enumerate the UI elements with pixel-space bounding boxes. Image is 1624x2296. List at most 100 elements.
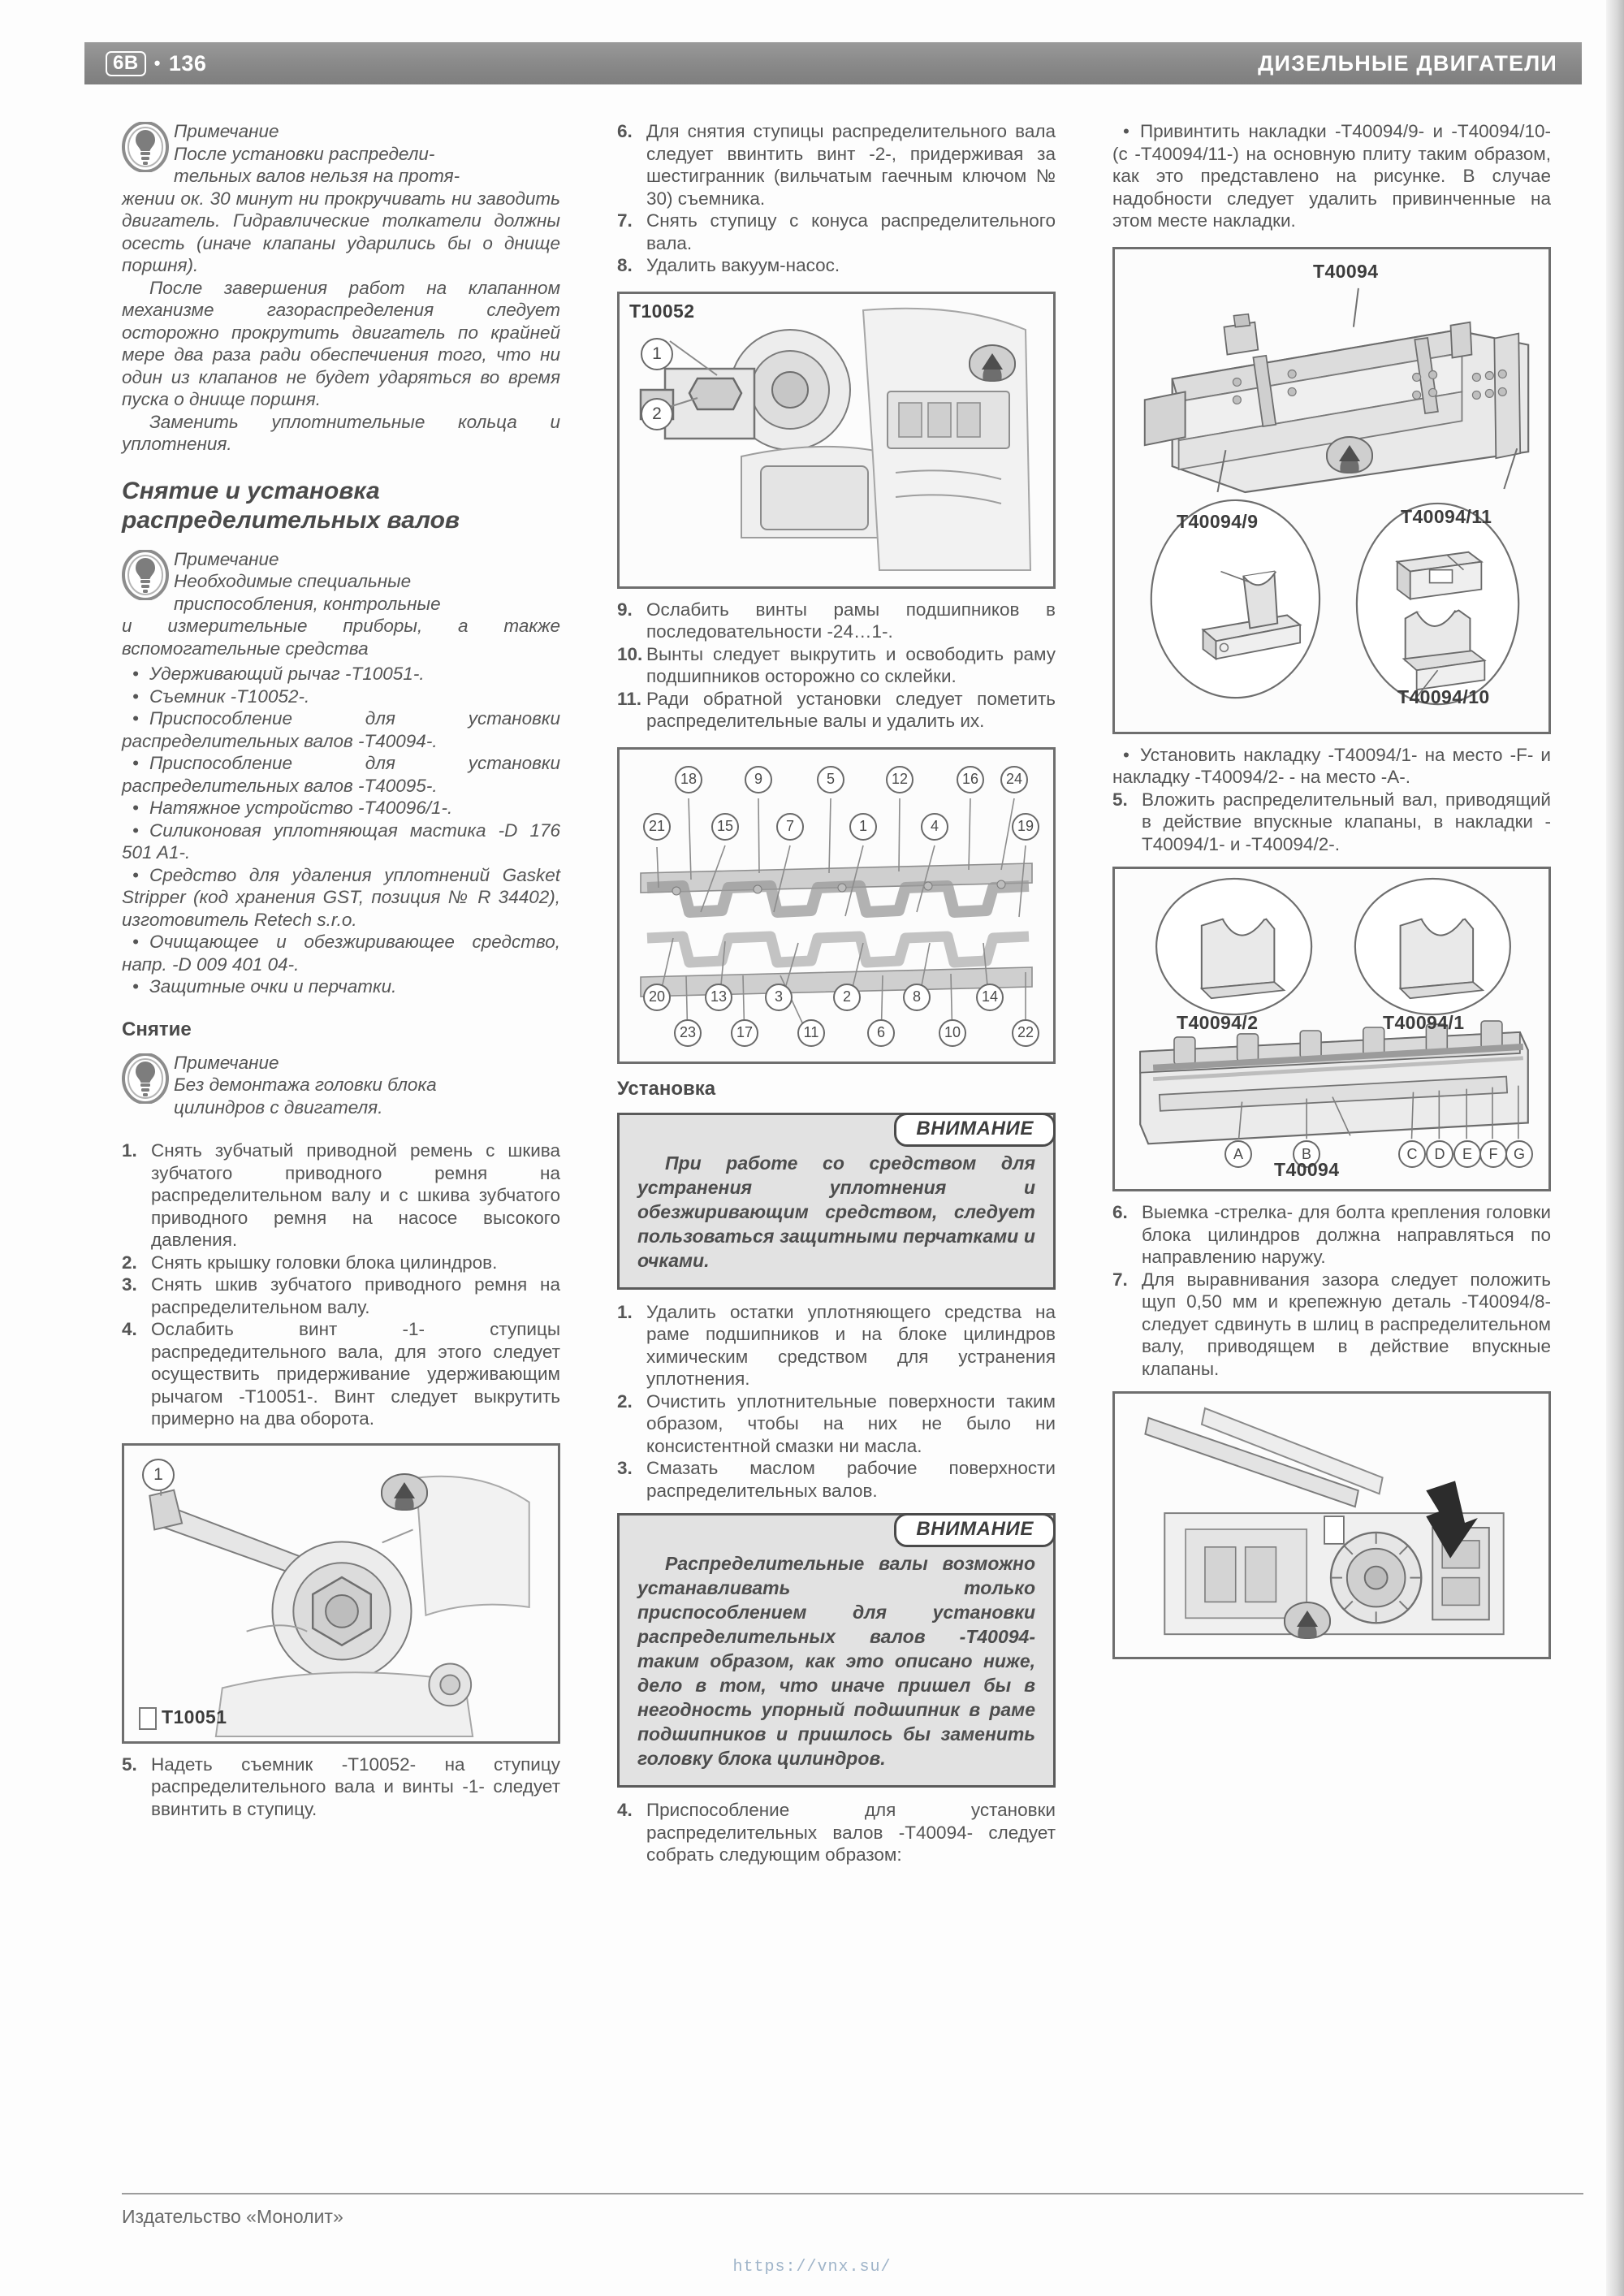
lightbulb-icon [122,122,169,172]
figure-bearing-frame-sequence: 18 9 5 12 16 24 21 15 7 1 4 19 20 13 3 2… [617,746,1056,1064]
step-number: 4. [122,1319,137,1339]
list-item: •Средство для удаления уплотнений Gasket… [122,864,560,932]
section-title: ДИЗЕЛЬНЫЕ ДВИГАТЕЛИ [1258,50,1557,76]
callout-marker: 24 [1000,765,1028,793]
step-item: 4. Ослабить винт -1- ступицы распредедит… [122,1318,560,1430]
note-block-3: Примечание Без демонтажа головки блока ц… [122,1052,560,1119]
step-item: 2. Снять крышку головки блока цилиндров. [122,1252,560,1274]
bullet-dot: • [1123,121,1129,141]
note-line-b: тельных валов нельзя на протя- [174,166,460,186]
callout-marker: 13 [705,983,732,1011]
list-item-label: Удерживающий рычаг -T10051-. [149,664,425,684]
subsection-heading-removal: Снятие [122,1018,192,1040]
list-item: •Силиконовая уплотняющая мастика -D 176 … [122,819,560,864]
step-number: 3. [122,1274,137,1295]
step-text: Приспособление для установки распределит… [646,1800,1056,1865]
warning-box-2: ВНИМАНИЕ Распределительные валы возможно… [617,1513,1056,1788]
step-number: 1. [122,1140,137,1161]
figure-label-left: T40094/2 [1177,1012,1259,1033]
step-item: 7. Для выравнивания зазора следует полож… [1112,1269,1551,1381]
step-item: 6. Выемка -стрелка- для болта крепления … [1112,1201,1551,1269]
step-text: Снять зубчатый приводной ремень с шкива … [151,1140,560,1250]
publisher-name: Издательство «Монолит» [122,2206,343,2227]
figure-label-right: T40094/1 [1383,1012,1465,1033]
step-number: 8. [617,255,633,275]
list-item-label: Приспособление для установки распределит… [122,708,560,751]
note-rest: и измерительные приборы, а также вспомог… [122,616,560,659]
callout-marker: 5 [817,765,844,793]
camshaft-notch-illustration [1116,1394,1548,1657]
callout-marker: 7 [776,812,804,841]
monolith-logo-icon [969,344,1016,382]
step-number: 2. [617,1390,633,1412]
step-text: Надеть съемник -T10052- на ступицу распр… [151,1753,560,1819]
callout-marker: 19 [1012,812,1039,841]
monolith-logo-icon [381,1472,428,1511]
page-edge-shading [1606,0,1624,2296]
bullet-dot: • [132,664,139,684]
callout-marker: 1 [849,812,877,841]
step-text: Удалить вакуум-насос. [646,255,840,275]
list-item-label: Съемник -T10052-. [149,685,310,707]
note-line-a: Без демонтажа головки блока [174,1074,437,1095]
figure-label-bottom: T40094 [1274,1159,1340,1180]
figure-t40094-base-plate: T40094 T40094/9 T40094/11 T40094/10 [1112,246,1551,734]
step-text: Выемка -стрелка- для болта крепления гол… [1142,1202,1551,1267]
bullet-dot: • [132,798,139,818]
step-text: Снять крышку головки блока цилиндров. [151,1252,498,1273]
footer-rule [122,2193,1583,2194]
step-number: 1. [617,1301,633,1322]
step-text: Снять ступицу с конуса распределительног… [646,210,1056,253]
warning-tag: ВНИМАНИЕ [894,1513,1056,1547]
step-item: 1. Снять зубчатый приводной ремень с шки… [122,1139,560,1252]
site-watermark: https://vnx.su/ [732,2258,892,2277]
list-item: •Защитные очки и перчатки. [122,975,560,998]
step-text: Вынты следует выкрутить и освободить рам… [646,643,1056,687]
callout-marker: 6 [867,1018,895,1047]
step-item: 11. Ради обратной установки следует поме… [617,688,1056,733]
step-number: 5. [122,1753,137,1775]
callout-marker: 15 [711,812,739,841]
step-item: 5. Надеть съемник -T10052- на ступицу ра… [122,1753,560,1821]
monolith-logo-icon [1284,1602,1331,1639]
step-number: 3. [617,1458,633,1478]
position-marker-c: C [1398,1140,1426,1168]
callout-marker: 1 [142,1458,175,1491]
header-dot: • [153,53,161,73]
figure-label: T10052 [629,300,695,322]
callout-marker: 16 [957,765,984,793]
figure-label: T10051 [162,1706,227,1727]
puller-illustration [620,293,1053,586]
list-item: •Приспособление для установки распредели… [122,752,560,797]
warning-tag: ВНИМАНИЕ [894,1112,1056,1147]
step-number: 2. [122,1252,137,1273]
col3-bullet-list-1: •Привинтить накладки -T40094/9- и -T4009… [1112,120,1551,232]
list-item: •Очищающее и обезжиривающее средство, на… [122,931,560,975]
callout-marker: 2 [641,397,673,430]
list-item-label: Силиконовая уплотняющая мастика -D 176 5… [122,819,560,863]
note-block-2: Примечание Необходимые специальные присп… [122,548,560,660]
position-marker-e: E [1453,1140,1481,1168]
warning-text: При работе со средством для устранения у… [637,1152,1035,1271]
bullet-dot: • [132,819,139,841]
bullet-dot: • [132,685,139,707]
step-item: 1. Удалить остатки уплотняющего средства… [617,1301,1056,1390]
list-item-label: Средство для удаления уплотнений Gasket … [122,864,560,930]
bearing-frame-illustration [620,749,1053,1062]
camshaft-hub-illustration [125,1445,557,1741]
monolith-logo-icon [1326,435,1373,473]
list-item: •Привинтить накладки -T40094/9- и -T4009… [1112,120,1551,232]
note-title: Примечание [174,1052,279,1073]
step-text: Ослабить винты рамы подшипников в послед… [646,599,1056,642]
figure-camshaft-notch [1112,1391,1551,1659]
lightbulb-icon [122,549,169,600]
step-text: Ослабить винт -1- ступицы распредедитель… [151,1319,560,1429]
step-number: 7. [617,210,633,231]
figure-t10052: T10052 1 2 [617,291,1056,589]
note-line-b: цилиндров с двигателя. [174,1096,383,1118]
callout-marker: 4 [921,812,948,841]
step-number: 10. [617,643,643,664]
step-number: 7. [1112,1269,1128,1290]
callout-marker: 20 [643,983,671,1011]
